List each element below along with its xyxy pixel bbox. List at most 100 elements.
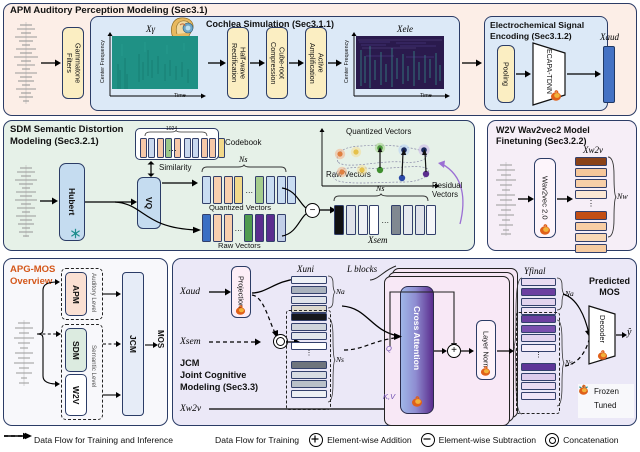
jcm-input-xaud: Xaud [180, 287, 201, 297]
xsem-vectors-row: … [334, 205, 437, 235]
codebook-brace [144, 129, 208, 137]
spec1-ylabel: Center Frequency [100, 40, 106, 84]
q-label: Q [386, 344, 392, 353]
w2v-title: W2V Wav2vec2 Model Finetuning (Sec3.2.2) [496, 125, 590, 147]
wav2vec-label: Wav2vec 2.0 [540, 176, 550, 220]
arrow-minus-to-xsem [320, 206, 336, 214]
raw-vectors-row: … [202, 214, 286, 242]
w2v-module-box: W2V [65, 374, 87, 416]
arrow-cochlea-to-ese [462, 59, 482, 67]
arrow-pooling-to-ecapa [516, 70, 531, 78]
kv-label: K,V [383, 392, 396, 401]
mos-label: MOS [156, 330, 165, 349]
spectrogram-ele [356, 36, 444, 89]
overview-fanout [36, 279, 61, 387]
yhat-label: ŷ [627, 327, 632, 338]
xw2v-label: Xw2v [583, 145, 603, 155]
arrow-xaud-to-projection [209, 288, 231, 296]
overview-title: APG-MOS Overview [10, 264, 56, 287]
yfinal-ns-vectors: ⋮ [521, 315, 556, 400]
scatter-axes [319, 128, 440, 189]
residual-vectors-label: Residual Vectors [432, 181, 463, 200]
auditory-level-label: Auditory Level [90, 273, 97, 313]
minus-circle-icon: − [305, 203, 320, 218]
wav2vec-block: Wav2vec 2.0 [534, 158, 556, 238]
codebook-size-label: 1024 [166, 126, 178, 132]
arrow-cube-to-active [289, 59, 304, 67]
hubert-block: Hubert [59, 163, 85, 241]
tuned-label: Tuned [594, 401, 617, 410]
gammatone-label: Gammatone Filters [65, 42, 83, 84]
input-waveform-w2v [495, 162, 517, 236]
xaud-label: Xaud [600, 32, 619, 42]
spec2-xlabel: Time [420, 93, 432, 99]
halfwave-rectification-block: Half-wave Rectification [227, 27, 249, 99]
snowflake-icon-hubert [70, 228, 81, 239]
arrow-spec1-to-rect [208, 59, 226, 67]
codebook-cells-right [184, 138, 225, 158]
frozen-tuned-legend: Frozen Tuned [578, 384, 634, 418]
cuberoot-compression-block: Cube-root Compression [266, 27, 288, 99]
arrow-input-to-wav2vec [518, 195, 534, 203]
decoder-label: Decoder [598, 315, 607, 343]
layer-norm-label: Layer Norm [481, 330, 491, 370]
ns-label-xuni: Ns [336, 355, 344, 364]
residual-arrow [438, 160, 464, 225]
concat-circle-icon [545, 433, 560, 447]
ns-brace-xsem [333, 192, 429, 202]
legend-label-4: Concatenation [563, 435, 619, 445]
codebook-ellipsis: … [168, 143, 177, 153]
dashed-arrow-icon [4, 432, 211, 444]
jcm-input-xw2v: Xw2v [180, 404, 202, 414]
ecapa-tdnn-block [532, 42, 566, 106]
xaud-vector [603, 46, 615, 103]
cuberoot-label: Cube-root Compression [269, 41, 287, 85]
sdm-module-box: SDM [65, 328, 87, 372]
spec1-axes [107, 32, 206, 99]
jcm-title: JCM Joint Cognitive Modeling (Sec3.3) [180, 358, 259, 392]
spectrogram-gamma [112, 36, 198, 89]
xuni-na-vectors [291, 276, 327, 314]
projection-block: Projection [231, 266, 251, 318]
subtraction-connectors [281, 187, 307, 237]
plus-circle-icon [309, 433, 324, 447]
na-brace-xuni [327, 275, 336, 309]
arrow-wav2vec-to-xw2v [557, 195, 573, 203]
arrow-attention-to-plus [434, 348, 447, 354]
na-label-xuni: Na [336, 287, 345, 296]
jcm-input-xsem: Xsem [180, 337, 201, 347]
flame-icon-attention [411, 396, 423, 407]
apm-module-label: APM [71, 284, 81, 304]
nw-brace [607, 156, 617, 238]
lblocks-pointer [369, 265, 397, 281]
legend-row: Data Flow for Training and Inference Dat… [4, 432, 640, 448]
legend-label-3: Element-wise Subtraction [438, 435, 537, 445]
sdm-module-label: SDM [71, 340, 81, 360]
projection-label: Projection [236, 276, 246, 308]
lblocks-label: L blocks [347, 264, 378, 274]
plus-circle-icon-jcm: + [447, 344, 461, 358]
yfinal-na-vectors [521, 278, 556, 316]
frozen-label: Frozen [594, 387, 619, 396]
vq-block: VQ [137, 177, 161, 229]
curves-hubert-vq-raw [85, 198, 201, 234]
flame-icon-decoder [597, 350, 608, 360]
vq-label: VQ [144, 196, 154, 210]
ese-title: Electrochemical Signal Encoding (Sec3.1.… [490, 20, 585, 41]
pooling-block: Pooling [497, 45, 515, 103]
plus-glyph: + [451, 345, 457, 356]
w2v-module-label: W2V [71, 385, 81, 405]
ns-label-quantized: Ns [239, 155, 248, 164]
apm-title: APM Auditory Perception Modeling (Sec3.1… [10, 5, 208, 16]
jcm-module-box: JCM [122, 272, 144, 416]
scatter-points [333, 142, 430, 184]
jcm-module-label: JCM [128, 335, 138, 353]
arrow-input-to-gammatone [41, 59, 61, 67]
ns-label-xsem: Ns [376, 184, 385, 193]
na-label-yfinal: Na [565, 289, 574, 298]
input-waveform-overview [13, 320, 35, 386]
arrow-vq-to-quantized [162, 179, 198, 187]
legend-label-1: Data Flow for Training [215, 435, 300, 445]
residual-skip-connection [389, 291, 457, 349]
overview-module-to-jcm-arrows [103, 291, 121, 398]
